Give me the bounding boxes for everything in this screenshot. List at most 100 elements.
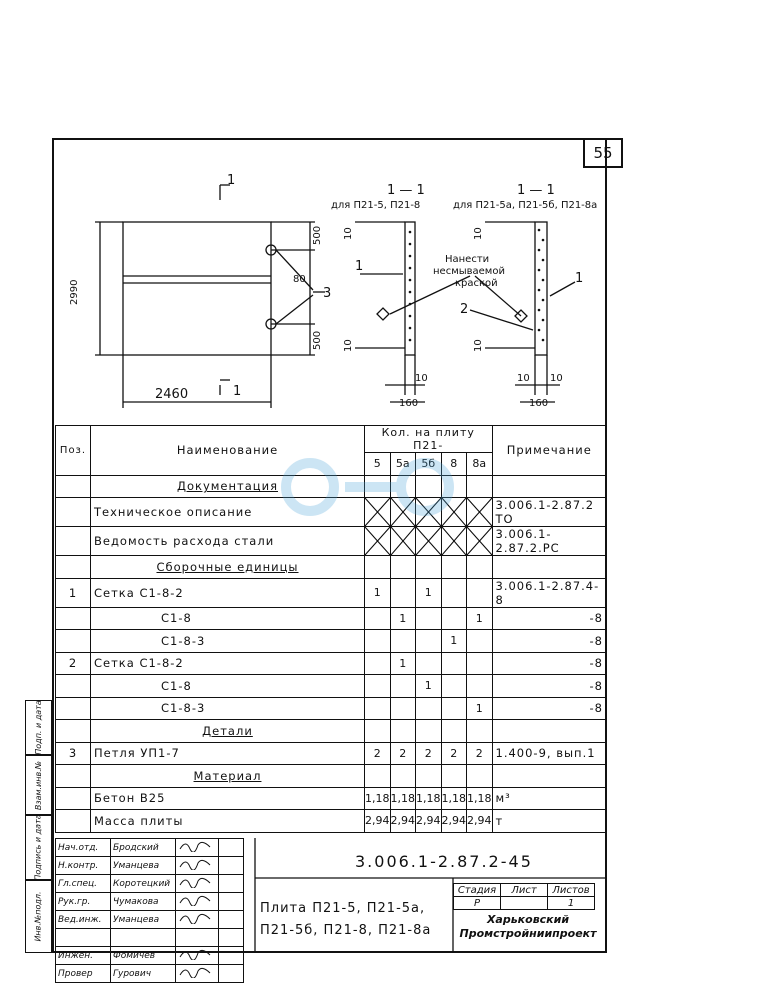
spec-note: -8 xyxy=(491,674,607,698)
dim-10-left-bottom: 10 xyxy=(343,339,354,352)
plate-outline xyxy=(122,221,272,356)
spec-name: Ведомость расхода стали xyxy=(90,526,365,556)
spec-qty xyxy=(415,497,442,527)
spec-table: Поз. Наименование Кол. на плиту П21- При… xyxy=(55,425,607,833)
spec-name: Петля УП1-7 xyxy=(90,741,365,765)
spec-qty xyxy=(466,764,493,788)
spec-pos xyxy=(55,696,91,720)
signature-row: Рук.гр.Чумакова xyxy=(55,892,244,911)
spec-qty xyxy=(466,651,493,675)
watermark-logo xyxy=(281,458,454,516)
signature-mark xyxy=(175,964,219,983)
spec-note: 3.006.1-2.87.2 ТО xyxy=(491,497,607,527)
spec-row: Сборочные единицы xyxy=(55,555,607,579)
dim-160-left: 160 xyxy=(399,398,418,409)
spec-row: Ведомость расхода стали 3.006.1-2.87.2.РС xyxy=(55,526,607,556)
spec-qty xyxy=(466,577,493,608)
spec-note xyxy=(491,764,607,788)
spec-qty xyxy=(466,497,493,527)
spec-qty: 1 xyxy=(389,651,416,675)
plate-title: Плита П21-5, П21-5а, П21-5б, П21-8, П21-… xyxy=(260,898,455,942)
spec-qty xyxy=(389,555,416,579)
spec-qty xyxy=(440,696,467,720)
spec-qty: 1,18 xyxy=(466,786,493,810)
dim-80: 80 xyxy=(293,274,306,285)
spec-header-row: Поз. Наименование Кол. на плиту П21- При… xyxy=(55,425,607,476)
spec-qty xyxy=(440,764,467,788)
spec-qty xyxy=(440,719,467,743)
spec-name: С1-8-3 xyxy=(90,696,365,720)
org-line1: Харьковский xyxy=(486,913,570,926)
spec-qty xyxy=(440,577,467,608)
title-block-lines xyxy=(254,838,607,953)
spec-qty xyxy=(466,719,493,743)
organization: Харьковский Промстройниипроект xyxy=(453,913,603,941)
spec-note xyxy=(491,719,607,743)
spec-pos xyxy=(55,555,91,579)
spec-qty xyxy=(415,555,442,579)
spec-qty xyxy=(389,719,416,743)
spec-qty xyxy=(364,696,391,720)
spec-name: Техническое описание xyxy=(90,497,365,527)
plate-drawing: 1 1 2460 3 1 — 1 1 — 1 1 1 2 для П21-5, … xyxy=(69,173,597,409)
dim-10-left: 10 xyxy=(415,373,428,384)
spec-qty: 2 xyxy=(415,741,442,765)
spec-pos xyxy=(55,629,91,653)
spec-name: Детали xyxy=(90,719,365,743)
spec-qty xyxy=(415,696,442,720)
spec-pos xyxy=(55,719,91,743)
spec-qty: 2 xyxy=(440,741,467,765)
spec-qty xyxy=(389,674,416,698)
spec-qty xyxy=(415,719,442,743)
paint-note-2: несмываемой xyxy=(433,266,505,277)
spec-qty: 1 xyxy=(466,606,493,630)
spec-qty xyxy=(364,526,391,556)
plate-title-line1: Плита П21-5, П21-5а, xyxy=(260,901,426,916)
spec-name: Сборочные единицы xyxy=(90,555,365,579)
paint-note-3: краской xyxy=(455,278,498,289)
spec-qty xyxy=(440,526,467,556)
spec-pos xyxy=(55,497,91,527)
spec-qty: 1 xyxy=(415,577,442,608)
spec-qty: 1 xyxy=(415,674,442,698)
spec-name: Масса плиты xyxy=(90,809,365,833)
dim-10-right-bottom: 10 xyxy=(473,339,484,352)
spec-name: С1-8-3 xyxy=(90,629,365,653)
section-left-body xyxy=(404,221,416,356)
spec-qty xyxy=(364,651,391,675)
side-cell-podl: Инв.№подл. xyxy=(25,880,52,953)
stage-table: Стадия Лист Листов Р 1 xyxy=(453,883,595,910)
spec-qty: 1 xyxy=(440,629,467,653)
spec-qty xyxy=(389,526,416,556)
spec-qty xyxy=(415,651,442,675)
spec-note: -8 xyxy=(491,651,607,675)
section-title-right: 1 — 1 xyxy=(517,183,555,198)
sheets-value: 1 xyxy=(547,896,595,910)
spec-qty: 2 xyxy=(389,741,416,765)
spec-pos xyxy=(55,809,91,833)
spec-note: м³ xyxy=(491,786,607,810)
spec-qty: 2 xyxy=(364,741,391,765)
spec-qty xyxy=(415,606,442,630)
spec-row: С1-8 1 -8 xyxy=(55,674,607,698)
side-cell-vzam: Взам.инв.№ xyxy=(25,755,52,815)
spec-qty xyxy=(415,526,442,556)
col-5b: 5б xyxy=(415,452,442,476)
spec-note: 3.006.1-2.87.2.РС xyxy=(491,526,607,556)
spec-qty: 1 xyxy=(466,696,493,720)
spec-name: С1-8 xyxy=(90,674,365,698)
dim-2460: 2460 xyxy=(155,387,188,402)
paint-note-1: Нанести xyxy=(445,254,489,265)
spec-qty xyxy=(364,606,391,630)
spec-qty: 1,18 xyxy=(440,786,467,810)
dim-500-bottom: 500 xyxy=(312,331,323,350)
header-note: Примечание xyxy=(491,425,607,476)
side-cell-inv: Подп. и дата xyxy=(25,700,52,755)
spec-qty xyxy=(440,497,467,527)
spec-qty xyxy=(466,629,493,653)
